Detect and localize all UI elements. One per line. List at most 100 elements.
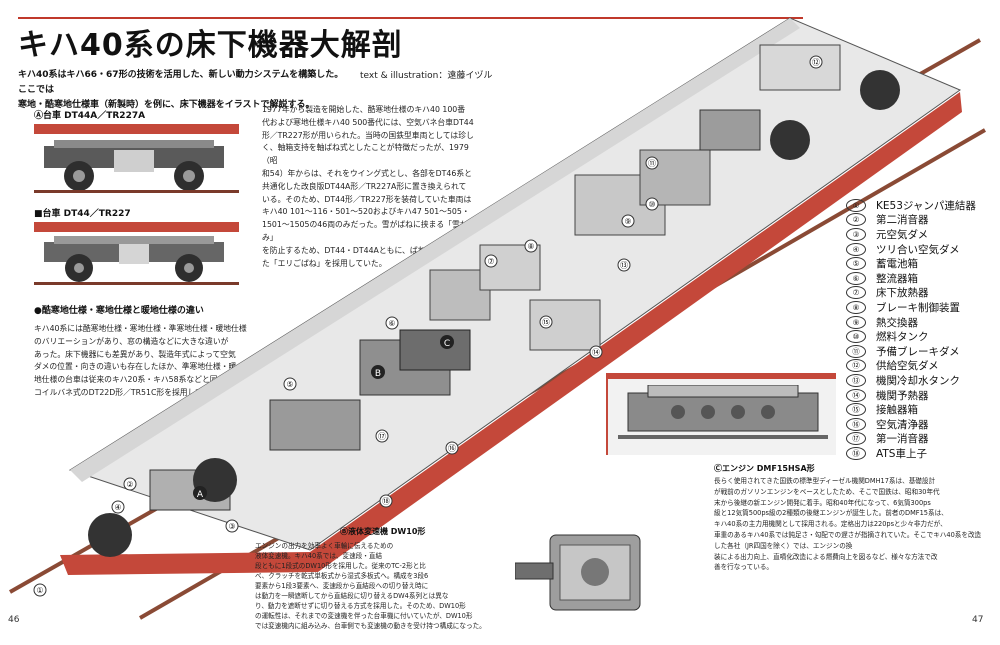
- engine-inset-frame: [608, 373, 836, 379]
- transmission-line: は動力を一瞬遮断してから直結段に切り替えるDW4系列とは異な: [255, 592, 449, 600]
- engine-line: 末から後継の新エンジン開発に着手。昭和40年代になって、6気筒300ps: [714, 498, 931, 507]
- cold-spec-text: キハ40系には酷寒地仕様・寒地仕様・準寒地仕様・暖地仕様 のバリエーションがあり…: [34, 323, 254, 400]
- engine-line: 級と12気筒500ps級の2種類の後継エンジンが誕生した。前者のDMF15系は、: [714, 509, 948, 518]
- legend-number: ⑧: [846, 300, 866, 314]
- svg-text:④: ④: [114, 503, 121, 512]
- cold-line: キハ40系には酷寒地仕様・寒地仕様・準寒地仕様・暖地仕様: [34, 324, 247, 333]
- svg-text:③: ③: [228, 522, 235, 531]
- bogie-b-label: ■台車 DT44／TR227: [34, 209, 131, 219]
- legend-label: ツリ合い空気ダメ: [876, 243, 960, 256]
- legend-number: ⑦: [846, 286, 866, 300]
- svg-text:⑨: ⑨: [624, 217, 631, 226]
- legend-label: KE53ジャンパ連結器: [876, 199, 976, 212]
- transmission-text: エンジンの出力を効率よく車輪に伝えるための 液体変速機。キハ40系では、変速段・…: [255, 541, 510, 631]
- bogie-a-label: Ⓐ台車 DT44A／TR227A: [34, 111, 146, 121]
- main-line: 和54）年からは、それをウイング式とし、各部をDT46系と: [262, 168, 472, 178]
- engine-line: が戦前のガソリンエンジンをベースとしたため、そこで国鉄は、昭和30年代: [714, 487, 940, 496]
- cold-line: のバリエーションがあり、窓の構造などに大きな違いが: [34, 336, 229, 346]
- legend-number: ⑥: [846, 271, 866, 285]
- svg-text:①: ①: [36, 586, 43, 595]
- legend-label: 第二消音器: [876, 214, 929, 227]
- svg-text:⑥: ⑥: [388, 319, 395, 328]
- legend-label: 供給空気ダメ: [876, 360, 939, 373]
- legend-label: 機関冷却水タンク: [876, 374, 960, 387]
- legend-number: ⑱: [846, 446, 866, 460]
- legend-item: ④ ツリ合い空気ダメ: [846, 242, 996, 257]
- engine-line: 車重のあるキハ40系では鈍足さ・勾配での遅さが指摘されていた。そこでキハ40系を…: [714, 530, 982, 550]
- legend-label: 機関予熱器: [876, 389, 929, 402]
- legend-label: 接触器箱: [876, 404, 918, 417]
- legend-item: ⑱ ATS車上子: [846, 446, 996, 461]
- transmission-line: 液体変速機。キハ40系では、変速段・直結: [255, 552, 383, 560]
- legend-label: ATS車上子: [876, 447, 927, 460]
- cold-line: 地仕様の台車は従来のキハ20系・キハ58系などと同じ、: [34, 375, 234, 385]
- main-line: 共通化した改良版DT44A形／TR227A形に置き換えられて: [262, 181, 467, 191]
- main-line: 1977年から製造を開始した、酷寒地仕様のキハ40 100番: [262, 105, 466, 114]
- svg-text:⑩: ⑩: [648, 200, 655, 209]
- svg-text:⑮: ⑮: [542, 318, 550, 327]
- main-line: いる。そのため、DT44形／TR227形を装荷していた車両は: [262, 194, 472, 204]
- main-line: 1501～1505の46両のみだった。雪がばねに挟まる「雪かみ」: [262, 220, 468, 242]
- legend-number: ②: [846, 213, 866, 227]
- page-number-left: 46: [8, 615, 20, 625]
- cold-line: コイルバネ式のDT22D形／TR51C形を採用していた。: [34, 387, 227, 397]
- legend-number: ④: [846, 242, 866, 256]
- legend-label: 熱交換器: [876, 316, 918, 329]
- svg-text:②: ②: [126, 480, 133, 489]
- transmission-line: 段ともに1段式のDW10形を採用した。従来のTC-2形と比: [255, 562, 426, 570]
- main-line: キハ40 101～116・501～520およびキハ47 501～505・: [262, 207, 470, 217]
- svg-text:⑰: ⑰: [378, 432, 386, 441]
- intro-line-2: 寒地・酷寒地仕様車（新製時）を例に、床下機器をイラストで解説する。: [18, 100, 315, 110]
- transmission-line: では変速機内に組み込み、台車側でも変速機の動きを受け持つ構成になった。: [255, 622, 486, 630]
- bogie-a-frame-bar: [34, 124, 239, 134]
- intro-text: キハ40系はキハ66・67形の技術を活用した、新しい動力システムを構築した。ここ…: [18, 68, 348, 113]
- cold-line: あった。床下機器にも差異があり、製造年式によって空気: [34, 349, 236, 359]
- transmission-line: 要素から1段3要素へ、変速段から直結段への切り替え時に: [255, 582, 429, 590]
- intro-line-1: キハ40系はキハ66・67形の技術を活用した、新しい動力システムを構築した。ここ…: [18, 70, 344, 95]
- svg-text:⑬: ⑬: [620, 261, 628, 270]
- engine-line: 装による出力向上、直噴化改造による燃費向上を図るなど、様々な方法で改: [714, 552, 938, 561]
- legend-number: ①: [846, 198, 866, 212]
- credit: text & illustration：遠藤イヅル: [360, 71, 493, 81]
- engine-heading: Ⓒエンジン DMF15HSA形: [714, 464, 815, 473]
- main-line: く、軸箱支持を軸ばね式としたことが特徴だったが、1979（昭: [262, 143, 469, 166]
- legend-number: ⑩: [846, 330, 866, 344]
- legend-number: ⑬: [846, 373, 866, 387]
- legend-number: ⑨: [846, 315, 866, 329]
- engine-line: キハ40系の主力用機関として採用される。定格出力は220psと少々非力だが、: [714, 520, 947, 529]
- legend-number: ⑰: [846, 432, 866, 446]
- svg-text:C: C: [444, 339, 450, 349]
- main-line: を防止するため、DT44・DT44Aともに、ばねを皮膜で覆っ: [262, 245, 473, 255]
- legend-item: ⑰ 第一消音器: [846, 432, 996, 447]
- legend-number: ⑯: [846, 417, 866, 431]
- legend-number: ⑤: [846, 257, 866, 271]
- svg-text:⑧: ⑧: [527, 242, 534, 251]
- bogie-b-frame-bar: [34, 222, 239, 232]
- svg-text:⑱: ⑱: [382, 497, 390, 506]
- engine-inset: [606, 373, 836, 455]
- cold-line: ダメの位置・向きの違いも存在したほか、準寒地仕様・暖: [34, 362, 237, 372]
- transmission-illustration: [515, 534, 641, 611]
- legend-item: ⑦ 床下放熱器: [846, 286, 996, 301]
- page-number-right: 47: [972, 615, 984, 625]
- svg-text:⑫: ⑫: [812, 58, 820, 67]
- svg-text:⑯: ⑯: [448, 444, 456, 453]
- bogie-b-illustration: [34, 236, 239, 285]
- legend-number: ⑮: [846, 403, 866, 417]
- legend-item: ① KE53ジャンパ連結器: [846, 198, 996, 213]
- engine-illustration: [618, 385, 828, 439]
- legend-number: ⑫: [846, 359, 866, 373]
- legend-label: 床下放熱器: [876, 287, 929, 300]
- legend-label: 第一消音器: [876, 433, 929, 446]
- legend-label: 予備ブレーキダメ: [876, 345, 960, 358]
- legend-item: ⑨ 熱交換器: [846, 315, 996, 330]
- bogie-a-illustration: [34, 140, 239, 193]
